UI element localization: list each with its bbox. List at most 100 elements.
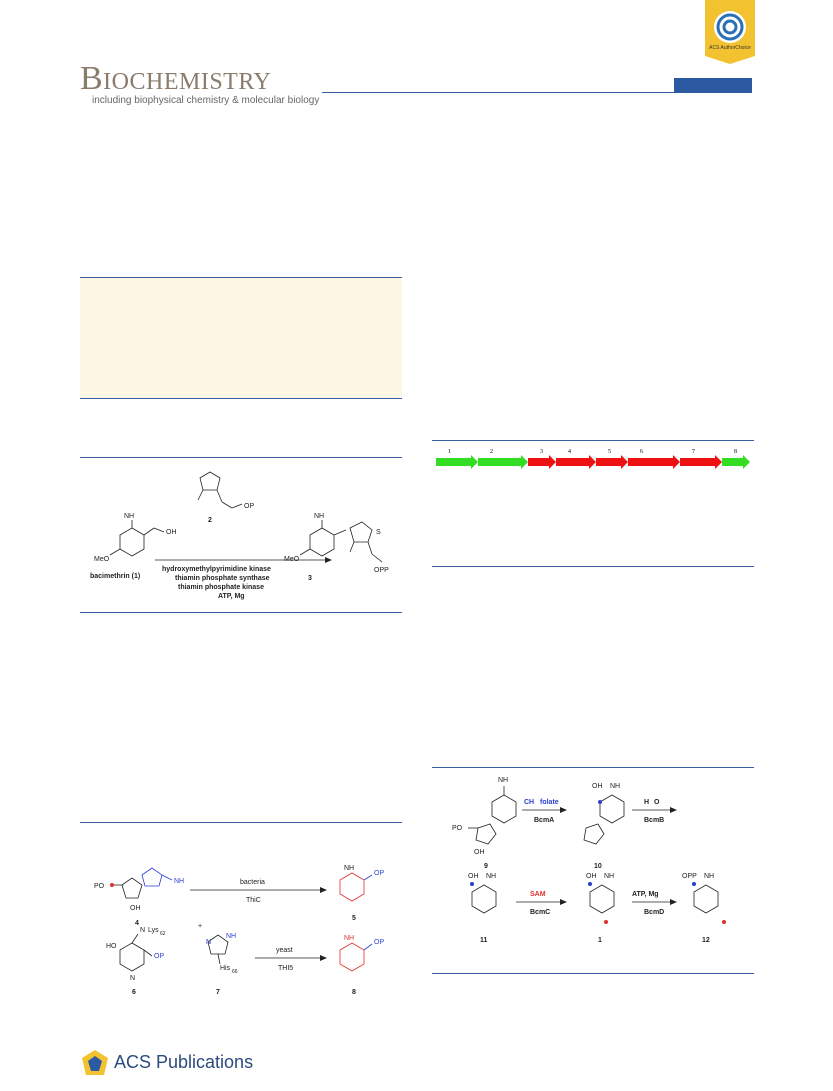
label-4: 4 (135, 920, 139, 927)
reagent-1: hydroxymethylpyrimidine kinase (162, 566, 271, 573)
compound3-label: 3 (308, 575, 312, 582)
row1-bottom: ThiC (246, 897, 261, 904)
gene-arrow-4 (556, 455, 596, 469)
c6-ho: HO (106, 943, 117, 950)
gene-arrow-2 (478, 455, 528, 469)
gene-cluster-top-rule (432, 440, 754, 441)
label-11: 11 (480, 937, 488, 944)
row1-top: bacteria (240, 879, 265, 886)
label-5: 5 (352, 915, 356, 922)
c6-n-ring: N (130, 975, 135, 982)
abstract-bottom-rule (80, 398, 402, 399)
c8-op: OP (374, 939, 384, 946)
c9-po: PO (452, 825, 463, 832)
c4-po: PO (94, 883, 105, 890)
label-12: 12 (702, 937, 710, 944)
label-8: 8 (352, 989, 356, 996)
c1-meo: MeO (94, 556, 110, 563)
label-6: 6 (132, 989, 136, 996)
label-1: 1 (598, 937, 602, 944)
right-rule-1 (432, 566, 754, 567)
step1-bottom: BcmA (534, 817, 554, 824)
c11-oh: OH (468, 873, 479, 880)
c6-op: OP (154, 953, 164, 960)
scheme3-bacimethrin-biosynthesis: NH PO OH 9 CH folate BcmA OH NH 10 H O B… (452, 777, 726, 944)
c7-his-num: 66 (232, 969, 238, 975)
scheme2-top-rule (80, 822, 402, 823)
gene-label-3: 3 (540, 449, 543, 455)
plus-sign: + (198, 923, 202, 930)
c2-op: OP (244, 503, 254, 510)
label-7: 7 (216, 989, 220, 996)
acs-authorchoice-badge[interactable]: ACS AuthorChoice (705, 0, 755, 64)
compound1-label: bacimethrin (1) (90, 573, 140, 580)
scheme2-hmp-biosynthesis: PO NH OH 4 bacteria ThiC NH OP 5 N Lys 6… (94, 865, 384, 996)
gene-label-6: 6 (640, 449, 643, 455)
scheme3-top-rule (432, 767, 754, 768)
c11-nh2: NH (486, 873, 496, 880)
c4-oh: OH (130, 905, 141, 912)
scheme1-top-rule (80, 457, 402, 458)
c8-nh2: NH (344, 935, 354, 942)
step1-top-rest: folate (540, 799, 559, 806)
gene-arrow-5 (596, 455, 628, 469)
c10-nh2: NH (610, 783, 620, 790)
c12-opp: OPP (682, 873, 697, 880)
c6-n: N (140, 927, 145, 934)
scheme1-bottom-rule (80, 612, 402, 613)
abstract-top-rule (80, 277, 402, 278)
c9-oh: OH (474, 849, 485, 856)
row2-top: yeast (276, 947, 293, 954)
step3-bottom: BcmC (530, 909, 550, 916)
step1-top: CH (524, 799, 534, 806)
step2-top-rest: O (654, 799, 660, 806)
gene-arrow-6 (628, 455, 680, 469)
c3-nh2: NH (314, 513, 324, 520)
gene-cluster-figure: 1 2 3 4 5 6 7 8 (436, 449, 750, 469)
gene-label-8: 8 (734, 449, 737, 455)
journal-title: Biochemistry (80, 60, 272, 97)
c1b-nh2: NH (604, 873, 614, 880)
scheme1-bacimethrin-to-thiamin: NH OH MeO bacimethrin (1) OP 2 hydroxyme… (90, 471, 389, 600)
c10-oh: OH (592, 783, 603, 790)
label-10: 10 (594, 863, 602, 870)
c5-op: OP (374, 870, 384, 877)
c1b-oh: OH (586, 873, 597, 880)
c3-opp: OPP (374, 567, 389, 574)
gene-label-2: 2 (490, 449, 493, 455)
c3-meo: MeO (284, 556, 300, 563)
c9-nh2: NH (498, 777, 508, 784)
gene-label-5: 5 (608, 449, 611, 455)
c7-his: His (220, 965, 231, 972)
acs-shield-icon (82, 1050, 108, 1075)
reagent-3: thiamin phosphate kinase (178, 584, 264, 591)
step4-top: ATP, Mg (632, 891, 659, 898)
step2-bottom: BcmB (644, 817, 664, 824)
header-rule (322, 92, 752, 93)
gene-arrow-1 (436, 455, 478, 469)
row2-bottom: THI5 (278, 965, 293, 972)
step4-bottom: BcmD (644, 909, 664, 916)
authorchoice-icon (705, 0, 755, 64)
c3-s: S (376, 529, 381, 536)
c1-oh: OH (166, 529, 177, 536)
label-9: 9 (484, 863, 488, 870)
reagent-4: ATP, Mg (218, 593, 245, 600)
acs-publications-text[interactable]: ACS Publications (114, 1052, 254, 1072)
c4-nh2: NH (174, 878, 184, 885)
gene-label-1: 1 (448, 449, 451, 455)
gene-arrow-8 (722, 455, 750, 469)
c1-nh2: NH (124, 513, 134, 520)
badge-text: ACS AuthorChoice (709, 45, 751, 51)
gene-arrow-3 (528, 455, 556, 469)
c12-nh2: NH (704, 873, 714, 880)
scheme3-bottom-rule (432, 973, 754, 974)
acs-logo[interactable] (80, 1048, 110, 1078)
step2-top: H (644, 799, 649, 806)
gene-arrow-7 (680, 455, 722, 469)
c7-nh: NH (226, 933, 236, 940)
c6-lys-num: 62 (160, 931, 166, 937)
journal-subtitle: including biophysical chemistry & molecu… (92, 95, 320, 106)
gene-label-4: 4 (568, 449, 571, 455)
gene-label-7: 7 (692, 449, 695, 455)
